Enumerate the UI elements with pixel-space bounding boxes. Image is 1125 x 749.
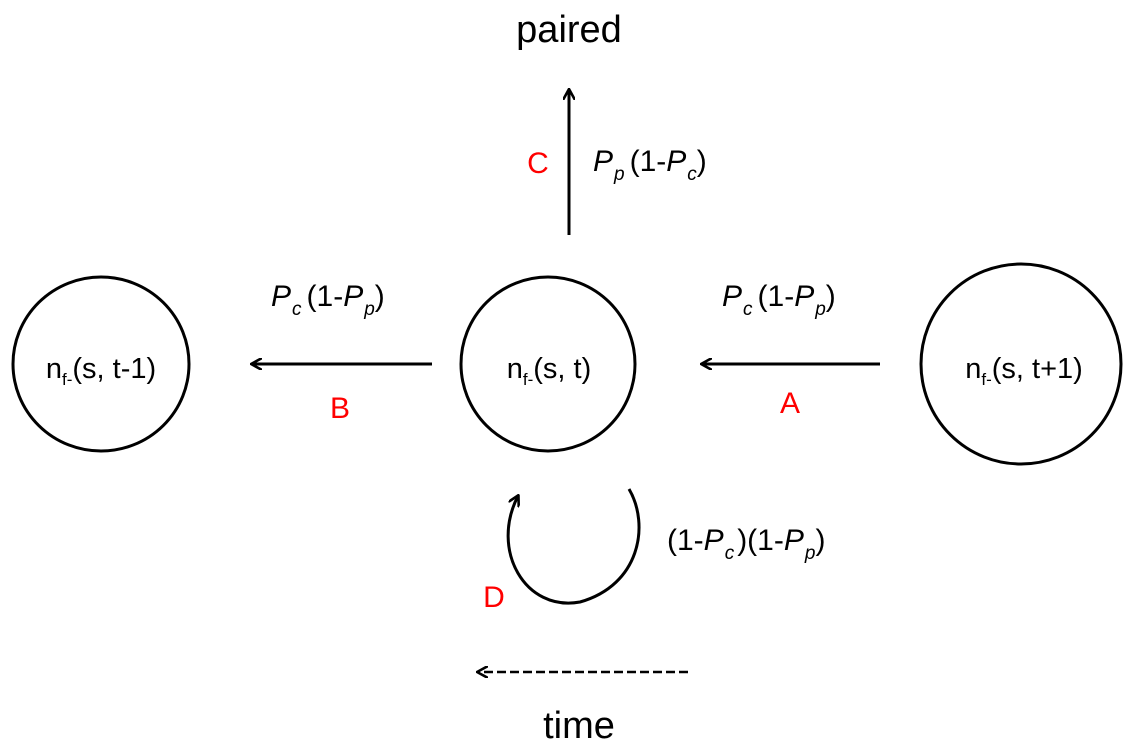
node-center [459,275,637,453]
prob-b: Pc(1-Pp) [271,280,385,320]
arrow-d-loop [506,488,641,605]
node-center-label: nf-(s, t) [507,353,592,389]
node-right [919,262,1123,466]
prob-c: Pp(1-Pc) [593,145,707,185]
node-right-label: nf-(s, t+1) [965,353,1083,389]
letter-c: C [527,147,549,180]
prob-d: (1-Pc)(1-Pp) [667,524,825,564]
letter-a: A [780,387,800,420]
letter-d: D [483,581,505,614]
paired-label: paired [516,9,622,51]
node-left [11,275,191,453]
prob-a: Pc(1-Pp) [722,280,836,320]
letter-b: B [330,392,350,425]
time-label: time [543,705,615,747]
node-left-label: nf-(s, t-1) [46,353,156,389]
